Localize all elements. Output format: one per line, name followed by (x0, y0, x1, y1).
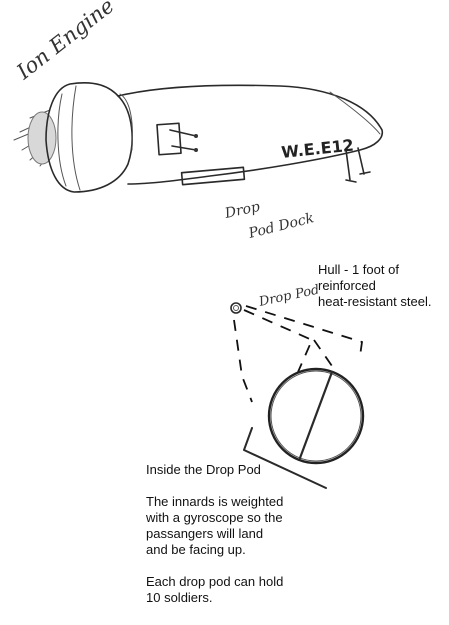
hull-note-line: Hull - 1 foot of (318, 262, 399, 277)
ion-engine-bell (45, 82, 133, 193)
hull-note: Hull - 1 foot of reinforced heat-resista… (318, 262, 431, 310)
hull-hatch (156, 122, 198, 156)
ground-line (243, 427, 327, 489)
drop-pod-dock (180, 166, 246, 186)
gyroscope-axis (298, 370, 334, 460)
inside-pod-line: The innards is weighted (146, 494, 284, 509)
small-drop-pod (230, 302, 242, 314)
engine-exhaust (13, 109, 57, 167)
ship-drawing: W.E.E12 (13, 82, 384, 193)
ship-hull (117, 84, 384, 185)
ion-engine-label: Ion Engine (12, 0, 119, 85)
zoom-line-right (245, 305, 363, 357)
hull-note-line: reinforced (318, 278, 376, 293)
inside-pod-line: passangers will land (146, 526, 264, 541)
drop-pod-dock-label-line1: Drop (223, 199, 262, 222)
inside-pod-line: and be facing up. (146, 542, 246, 557)
inside-pod-note: Inside the Drop Pod The innards is weigh… (146, 462, 283, 606)
drop-pod-label: Drop Pod (257, 282, 321, 310)
inside-pod-line: with a gyroscope so the (146, 510, 283, 525)
zoom-line-left (233, 319, 253, 403)
capacity-line: Each drop pod can hold (146, 574, 284, 589)
hull-marking: W.E.E12 (280, 135, 354, 161)
hull-note-line: heat-resistant steel. (318, 294, 432, 309)
inside-pod-title: Inside the Drop Pod (146, 462, 261, 477)
drop-pod-diagram (230, 302, 365, 489)
capacity-line: 10 soldiers. (146, 590, 213, 605)
landing-struts (345, 147, 371, 183)
zoom-line-mid (243, 309, 314, 373)
